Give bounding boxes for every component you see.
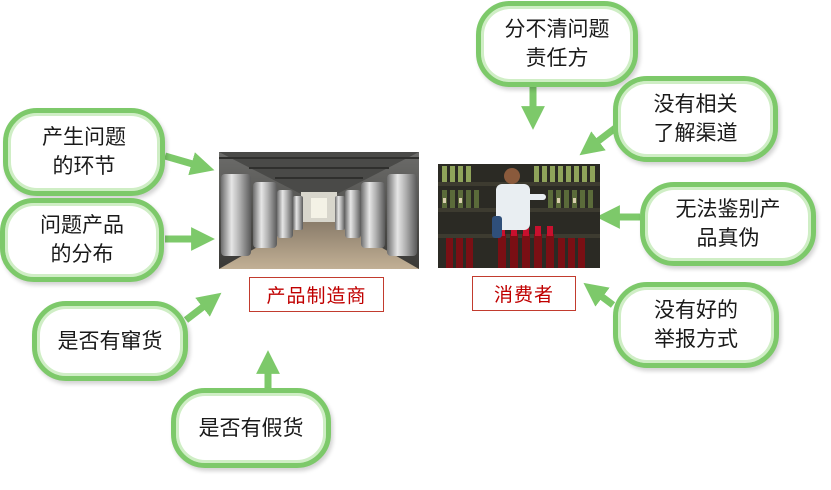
bubble-counterfeit-goods: 是否有假货 — [171, 388, 331, 468]
arrow-no-report-method — [583, 282, 616, 308]
arrow-problem-stage — [164, 152, 215, 176]
bubble-cannot-identify: 无法鉴别产 品真伪 — [640, 182, 816, 266]
bubble-no-report-method: 没有好的 举报方式 — [613, 282, 779, 368]
bubble-unclear-responsibility: 分不清问题 责任方 — [476, 1, 638, 87]
bubble-diverted-goods: 是否有窜货 — [32, 301, 188, 381]
consumer-label: 消费者 — [472, 276, 576, 311]
winery-tank-hall-photo — [219, 152, 419, 269]
bubble-no-channel: 没有相关 了解渠道 — [613, 76, 778, 162]
manufacturer-label: 产品制造商 — [249, 277, 384, 312]
bubble-problem-stage: 产生问题 的环节 — [3, 108, 165, 196]
arrow-diverted-goods — [183, 292, 222, 323]
bubble-product-distribution: 问题产品 的分布 — [0, 198, 164, 282]
wine-shelf-shopper-photo — [438, 164, 600, 268]
